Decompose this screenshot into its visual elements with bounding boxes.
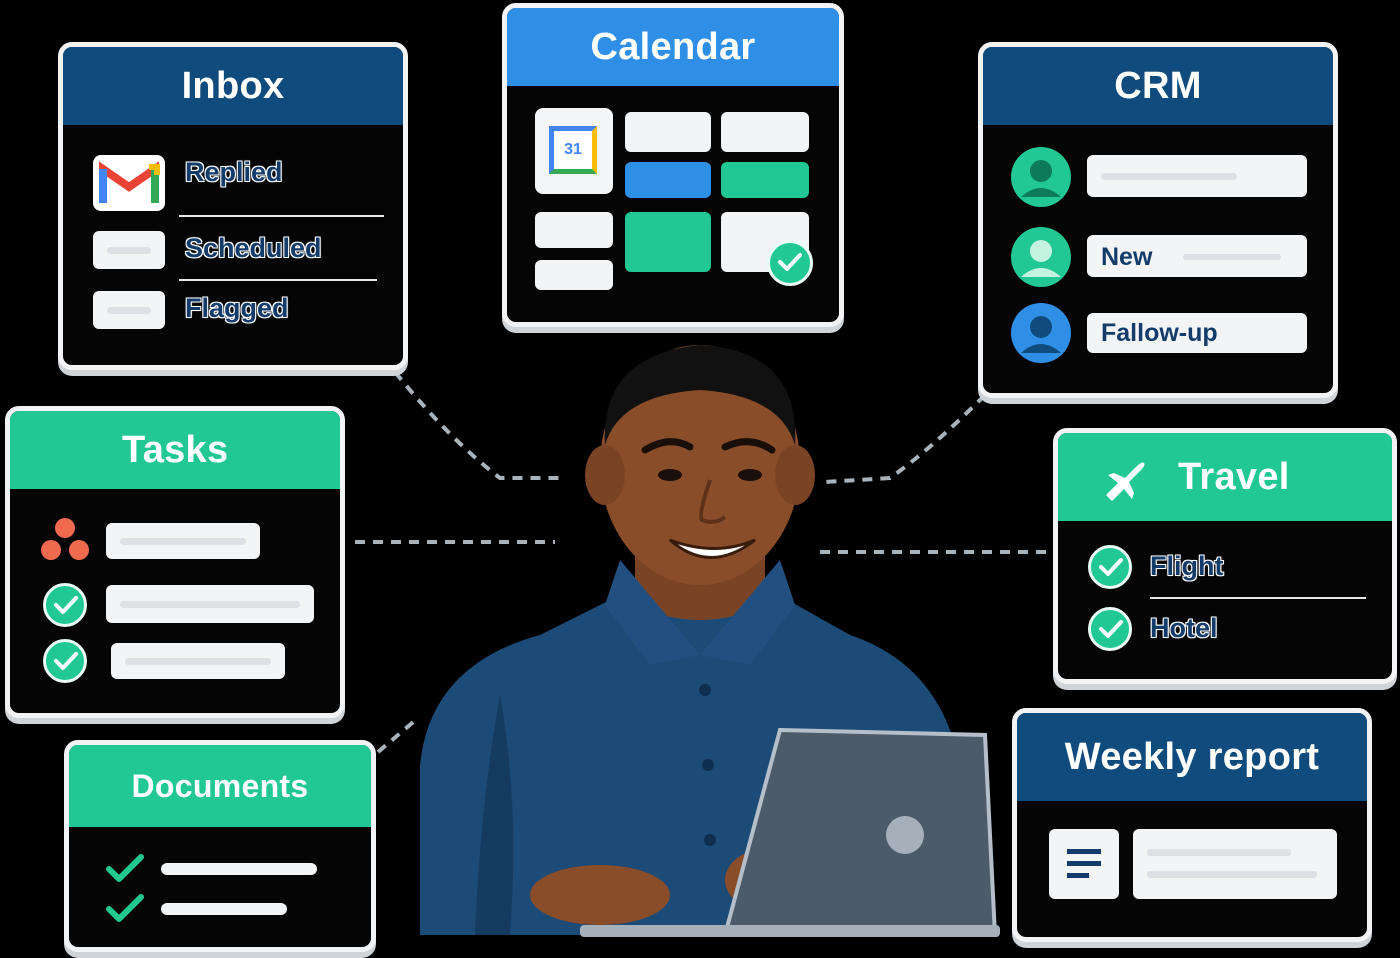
- collar-right: [700, 560, 795, 665]
- asana-icon: [41, 518, 89, 560]
- person-illustration: [420, 345, 1000, 937]
- calendar-slot[interactable]: [721, 112, 809, 152]
- document-line[interactable]: [161, 863, 317, 875]
- weekly-report-card[interactable]: Weekly report: [1012, 708, 1372, 942]
- contact-field[interactable]: [1087, 155, 1307, 197]
- calendar-title: Calendar: [507, 8, 839, 86]
- smile: [669, 538, 756, 559]
- calendar-slot[interactable]: [535, 212, 613, 248]
- ear-left: [585, 445, 625, 505]
- hand-left: [530, 865, 670, 925]
- inbox-card[interactable]: Inbox Replied Scheduled Flagged: [58, 42, 408, 370]
- contact-field-new[interactable]: New: [1087, 235, 1307, 277]
- crm-title: CRM: [983, 47, 1333, 125]
- calendar-slot-green[interactable]: [625, 212, 711, 272]
- check-icon: [106, 894, 144, 922]
- task-item[interactable]: [106, 585, 314, 623]
- task-item[interactable]: [111, 643, 285, 679]
- inbox-title: Inbox: [63, 47, 403, 125]
- task-item[interactable]: [106, 523, 260, 559]
- google-calendar-icon: 31: [535, 108, 613, 194]
- document-line[interactable]: [161, 903, 287, 915]
- shirt-shadow: [475, 695, 514, 935]
- inbox-item-flagged[interactable]: Flagged: [185, 293, 290, 324]
- check-icon[interactable]: [43, 639, 87, 683]
- contact-status-followup: Fallow-up: [1101, 319, 1218, 347]
- contact-avatar-icon: [1011, 303, 1071, 363]
- calendar-slot-green[interactable]: [721, 162, 809, 198]
- check-icon[interactable]: [43, 583, 87, 627]
- hair: [604, 345, 796, 445]
- collar-left: [605, 560, 700, 665]
- inbox-placeholder-pill: [93, 231, 165, 269]
- check-icon[interactable]: [1088, 607, 1132, 651]
- calendar-slot-blue[interactable]: [625, 162, 711, 198]
- inbox-placeholder-pill: [93, 291, 165, 329]
- calendar-icon-date: 31: [564, 141, 582, 158]
- weekly-report-title: Weekly report: [1017, 713, 1367, 801]
- documents-card[interactable]: Documents: [64, 740, 376, 952]
- connector-documents-line: [376, 716, 420, 754]
- contact-status-new: New: [1101, 243, 1153, 271]
- divider: [1150, 597, 1366, 599]
- divider: [179, 279, 377, 281]
- contact-avatar-icon: [1011, 147, 1071, 207]
- tasks-card[interactable]: Tasks: [5, 406, 345, 718]
- travel-item-hotel[interactable]: Hotel: [1150, 613, 1218, 644]
- report-preview[interactable]: [1133, 829, 1337, 899]
- calendar-slot[interactable]: [625, 112, 711, 152]
- connector-inbox-line: [393, 370, 560, 480]
- travel-item-flight[interactable]: Flight: [1149, 551, 1224, 582]
- crm-card[interactable]: CRM New Fallow-up: [978, 42, 1338, 398]
- gmail-icon: [93, 155, 165, 211]
- divider: [179, 215, 384, 217]
- check-icon: [106, 854, 144, 882]
- check-icon: [767, 240, 813, 286]
- document-icon: [1049, 829, 1119, 899]
- ear-right: [775, 445, 815, 505]
- travel-card[interactable]: Travel Flight Hotel: [1053, 428, 1397, 684]
- calendar-card[interactable]: Calendar 31: [502, 3, 844, 327]
- check-icon[interactable]: [1088, 545, 1132, 589]
- laptop-base: [580, 925, 1000, 937]
- travel-title: Travel: [1178, 455, 1290, 498]
- contact-avatar-icon: [1011, 227, 1071, 287]
- head: [600, 345, 800, 585]
- calendar-slot[interactable]: [535, 260, 613, 290]
- inbox-item-replied[interactable]: Replied: [185, 157, 284, 188]
- tasks-title: Tasks: [10, 411, 340, 489]
- travel-header: Travel: [1058, 433, 1392, 521]
- inbox-item-scheduled[interactable]: Scheduled: [185, 233, 323, 264]
- contact-field-followup[interactable]: Fallow-up: [1087, 313, 1307, 353]
- documents-title: Documents: [69, 745, 371, 827]
- laptop-logo: [886, 816, 924, 854]
- airplane-icon: [1106, 462, 1145, 501]
- connector-crm-line: [824, 393, 987, 484]
